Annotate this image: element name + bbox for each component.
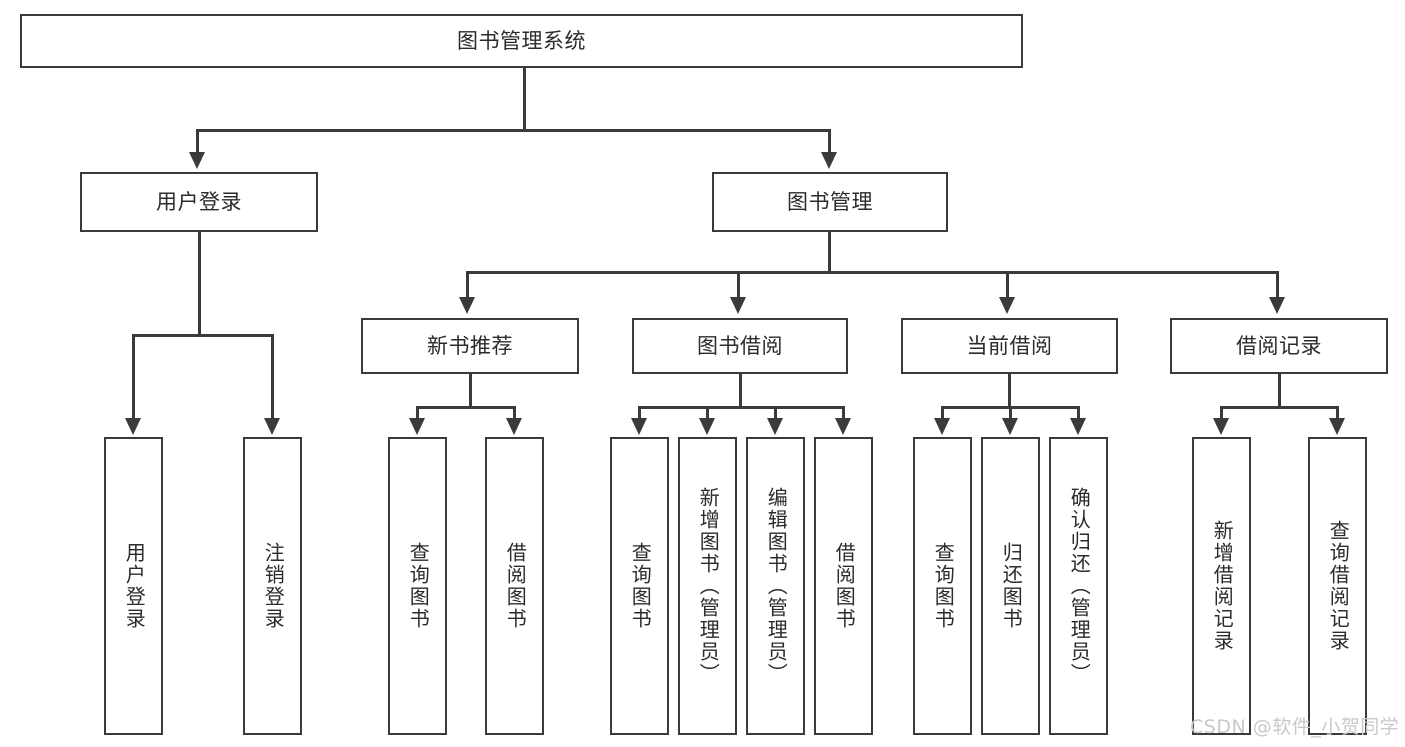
- node-label: 查询借阅记录: [1326, 520, 1351, 652]
- connector-book-borrow-stem: [739, 374, 742, 409]
- arrowhead-new-book-rec-to-leaf-2: [506, 418, 522, 435]
- node-current-borrow[interactable]: 当前借阅: [901, 318, 1118, 374]
- connector-user-login-to-leaf-1: [132, 334, 135, 420]
- node-label: 注销登录: [261, 542, 286, 630]
- arrowhead-book-manage-to-book-borrow: [730, 297, 746, 314]
- connector-current-borrow-to-leaf-2: [1009, 406, 1012, 420]
- node-leaf-user-logout[interactable]: 注销登录: [243, 437, 302, 735]
- connector-new-book-rec-stem: [469, 374, 472, 409]
- arrowhead-current-borrow-to-leaf-3: [1070, 418, 1086, 435]
- node-label: 图书管理系统: [457, 28, 586, 53]
- connector-root-stem: [523, 68, 526, 131]
- node-label: 当前借阅: [966, 333, 1053, 358]
- arrowhead-book-manage-to-current-borrow: [999, 297, 1015, 314]
- node-label: 归还图书: [999, 542, 1024, 630]
- node-label: 查询图书: [628, 542, 653, 630]
- connector-book-manage-to-borrow-record: [1276, 271, 1279, 301]
- arrowhead-book-borrow-to-leaf-4: [835, 418, 851, 435]
- connector-book-borrow-to-leaf-4: [842, 406, 845, 420]
- arrowhead-user-login-to-leaf-2: [264, 418, 280, 435]
- node-label: 借阅图书: [832, 542, 857, 630]
- connector-book-manage-to-new-book-rec: [466, 271, 469, 301]
- connector-borrow-record-to-leaf-2: [1336, 406, 1339, 420]
- node-leaf-confirm-return[interactable]: 确认归还（管理员）: [1049, 437, 1108, 735]
- node-leaf-add-record[interactable]: 新增借阅记录: [1192, 437, 1251, 735]
- arrowhead-current-borrow-to-leaf-2: [1002, 418, 1018, 435]
- node-leaf-add-book[interactable]: 新增图书（管理员）: [678, 437, 737, 735]
- arrowhead-borrow-record-to-leaf-1: [1213, 418, 1229, 435]
- node-label: 确认归还（管理员）: [1067, 487, 1092, 685]
- arrowhead-book-borrow-to-leaf-3: [767, 418, 783, 435]
- arrowhead-borrow-record-to-leaf-2: [1329, 418, 1345, 435]
- arrowhead-book-manage-to-new-book-rec: [459, 297, 475, 314]
- node-label: 查询图书: [931, 542, 956, 630]
- connector-current-borrow-to-leaf-1: [941, 406, 944, 420]
- connector-user-login-bar: [132, 334, 273, 337]
- node-label: 新增借阅记录: [1210, 520, 1235, 652]
- arrowhead-root-to-user-login: [189, 152, 205, 169]
- node-root-system[interactable]: 图书管理系统: [20, 14, 1023, 68]
- connector-book-manage-stem: [828, 232, 831, 274]
- connector-root-bar: [196, 129, 830, 132]
- node-leaf-borrow-book-1[interactable]: 借阅图书: [485, 437, 544, 735]
- connector-new-book-rec-to-leaf-2: [513, 406, 516, 420]
- node-label: 借阅记录: [1236, 333, 1322, 358]
- arrowhead-current-borrow-to-leaf-1: [934, 418, 950, 435]
- connector-user-login-stem: [198, 232, 201, 337]
- arrowhead-book-borrow-to-leaf-1: [631, 418, 647, 435]
- arrowhead-new-book-rec-to-leaf-1: [409, 418, 425, 435]
- connector-book-borrow-to-leaf-1: [638, 406, 641, 420]
- node-label: 查询图书: [406, 542, 431, 630]
- connector-book-manage-to-current-borrow: [1006, 271, 1009, 301]
- node-leaf-return-book[interactable]: 归还图书: [981, 437, 1040, 735]
- node-label: 图书管理: [787, 189, 873, 214]
- connector-borrow-record-stem: [1278, 374, 1281, 409]
- node-label: 编辑图书（管理员）: [764, 487, 789, 685]
- node-borrow-record[interactable]: 借阅记录: [1170, 318, 1388, 374]
- arrowhead-book-manage-to-borrow-record: [1269, 297, 1285, 314]
- connector-new-book-rec-to-leaf-1: [416, 406, 419, 420]
- connector-current-borrow-to-leaf-3: [1077, 406, 1080, 420]
- connector-book-manage-bar: [466, 271, 1278, 274]
- node-leaf-query-book-2[interactable]: 查询图书: [610, 437, 669, 735]
- connector-new-book-rec-bar: [416, 406, 516, 409]
- node-new-book-recommend[interactable]: 新书推荐: [361, 318, 579, 374]
- connector-book-manage-to-book-borrow: [737, 271, 740, 301]
- node-leaf-user-login[interactable]: 用户登录: [104, 437, 163, 735]
- node-book-borrow[interactable]: 图书借阅: [632, 318, 848, 374]
- node-leaf-query-book-3[interactable]: 查询图书: [913, 437, 972, 735]
- node-label: 借阅图书: [503, 542, 528, 630]
- arrowhead-root-to-book-manage: [821, 152, 837, 169]
- node-leaf-query-book-1[interactable]: 查询图书: [388, 437, 447, 735]
- node-label: 图书借阅: [697, 333, 783, 358]
- node-label: 用户登录: [156, 189, 242, 214]
- connector-book-borrow-bar: [638, 406, 845, 409]
- node-label: 新增图书（管理员）: [696, 487, 721, 685]
- node-leaf-edit-book[interactable]: 编辑图书（管理员）: [746, 437, 805, 735]
- connector-book-borrow-to-leaf-2: [706, 406, 709, 420]
- connector-current-borrow-stem: [1008, 374, 1011, 409]
- connector-borrow-record-bar: [1220, 406, 1337, 409]
- node-label: 新书推荐: [427, 333, 513, 358]
- node-leaf-borrow-book-2[interactable]: 借阅图书: [814, 437, 873, 735]
- arrowhead-user-login-to-leaf-1: [125, 418, 141, 435]
- node-leaf-query-record[interactable]: 查询借阅记录: [1308, 437, 1367, 735]
- node-user-login[interactable]: 用户登录: [80, 172, 318, 232]
- node-book-manage[interactable]: 图书管理: [712, 172, 948, 232]
- arrowhead-book-borrow-to-leaf-2: [699, 418, 715, 435]
- connector-root-to-book-manage: [828, 129, 831, 157]
- connector-book-borrow-to-leaf-3: [774, 406, 777, 420]
- connector-root-to-user-login: [196, 129, 199, 157]
- node-label: 用户登录: [122, 542, 147, 630]
- connector-borrow-record-to-leaf-1: [1220, 406, 1223, 420]
- csdn-watermark: CSDN @软件_小贺同学: [1190, 716, 1400, 738]
- connector-user-login-to-leaf-2: [271, 334, 274, 420]
